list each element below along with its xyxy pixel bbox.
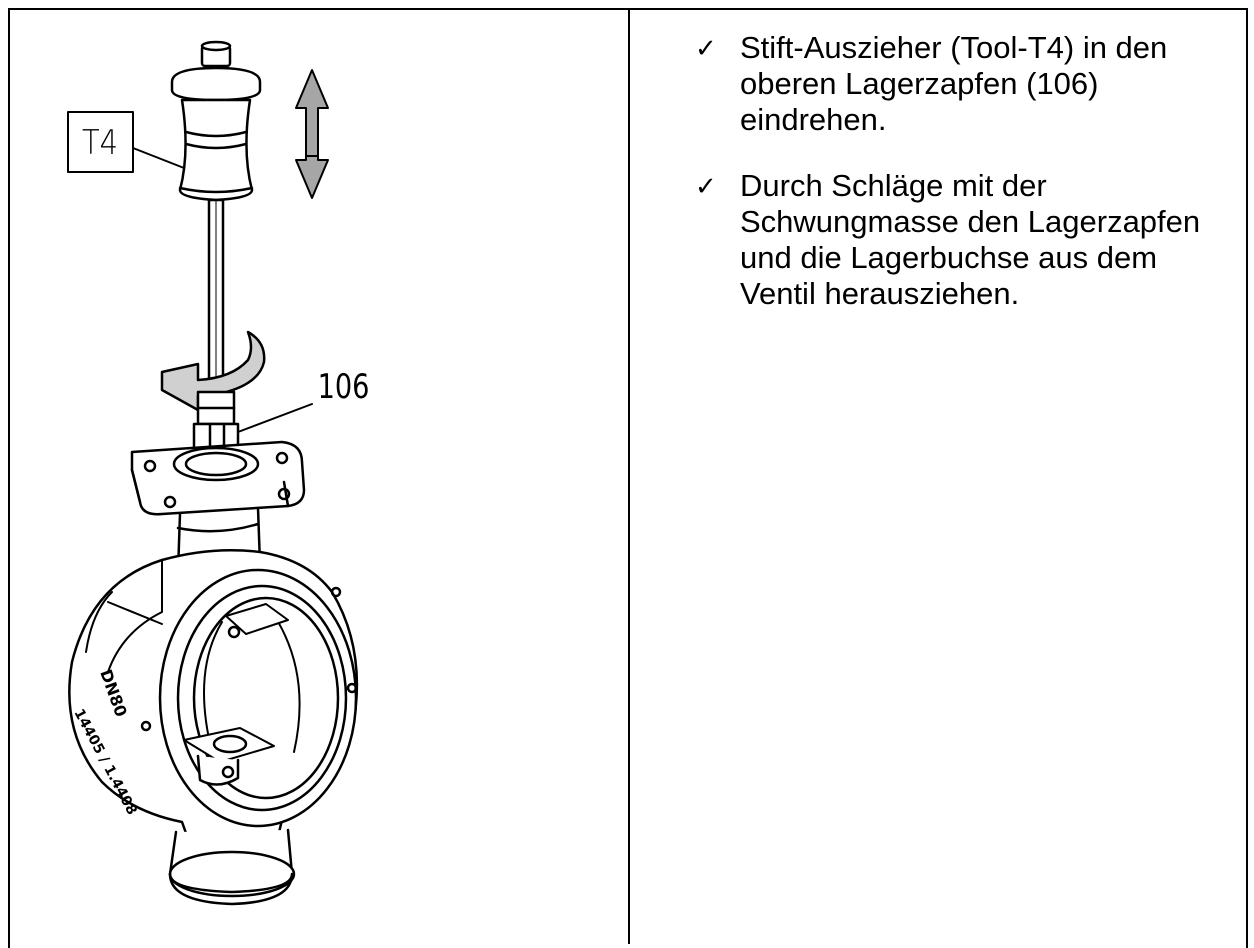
instruction-step: ✓ Stift-Auszieher (Tool-T4) in den obere… (695, 30, 1235, 138)
check-icon: ✓ (695, 172, 717, 202)
valve-disassembly-drawing: T4 106 DN80 14405 / 1.4408 (67, 40, 370, 906)
illustration-panel: T4 106 DN80 14405 / 1.4408 (12, 12, 626, 942)
tool-label-box (67, 111, 134, 173)
instruction-list: ✓ Stift-Auszieher (Tool-T4) in den obere… (695, 30, 1235, 342)
check-icon: ✓ (695, 34, 717, 64)
column-divider (628, 8, 630, 944)
instruction-text: Durch Schläge mit der Schwungmasse den L… (740, 168, 1201, 311)
instruction-step: ✓ Durch Schläge mit der Schwungmasse den… (695, 168, 1235, 312)
tool-label: T4 (82, 124, 118, 163)
up-down-arrow-icon (295, 69, 329, 199)
part-label: 106 (318, 367, 370, 407)
instruction-text: Stift-Auszieher (Tool-T4) in den oberen … (740, 30, 1168, 137)
